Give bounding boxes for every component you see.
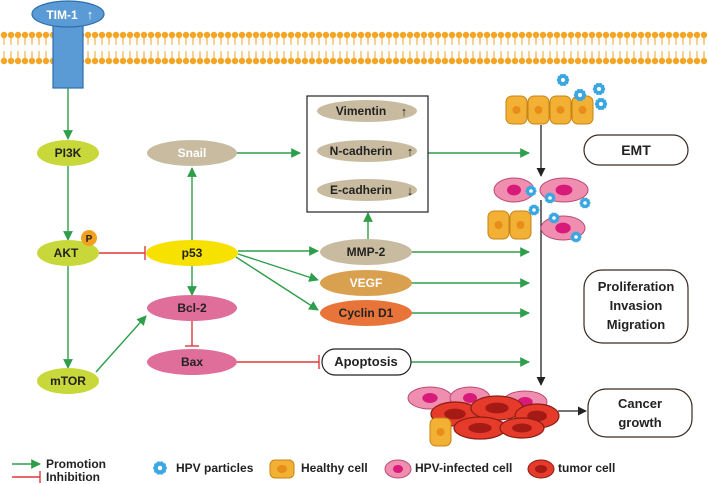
legend-inhibition-label: Inhibition xyxy=(46,470,100,484)
legend-healthy-label: Healthy cell xyxy=(301,461,368,475)
arrow-p53-cyclin xyxy=(235,256,319,311)
tim1-receptor: TIM-1 ↑ xyxy=(31,0,105,89)
tumor-cell-icon xyxy=(527,459,555,479)
ecadherin-label: E-cadherin xyxy=(330,183,392,197)
emt-label: EMT xyxy=(621,142,651,158)
up-arrow-icon: ↑ xyxy=(87,7,94,22)
vegf-label: VEGF xyxy=(350,276,383,290)
phospho-badge: P xyxy=(86,234,93,245)
cancer-label: Cancer xyxy=(618,396,662,411)
migration-label: Migration xyxy=(607,317,666,332)
hpv-particle-icon xyxy=(153,461,167,475)
node-bax: Bax xyxy=(147,349,237,375)
up-arrow-icon: ↑ xyxy=(401,104,408,119)
mtor-label: mTOR xyxy=(50,374,86,388)
node-bcl2: Bcl-2 xyxy=(147,295,237,321)
up-arrow-icon: ↑ xyxy=(407,144,414,159)
legend-tumor-label: tumor cell xyxy=(558,461,615,475)
emt-marker-box: Vimentin ↑ N-cadherin ↑ E-cadherin ↓ xyxy=(306,95,429,213)
node-p53: p53 xyxy=(146,240,238,266)
outcome-emt: EMT xyxy=(583,134,689,166)
akt-label: AKT xyxy=(54,246,79,260)
legend-promotion-label: Promotion xyxy=(46,457,106,471)
legend: Promotion Inhibition HPV particles Healt… xyxy=(12,457,615,484)
node-pi3k: PI3K xyxy=(37,140,99,166)
cell-membrane xyxy=(0,31,708,65)
mmp2-label: MMP-2 xyxy=(347,245,386,259)
p53-label: p53 xyxy=(182,246,203,260)
invasion-label: Invasion xyxy=(610,298,663,313)
node-vegf: VEGF xyxy=(320,270,412,296)
arrow-p53-vegf xyxy=(237,253,319,282)
bax-label: Bax xyxy=(181,355,203,369)
tim1-label: TIM-1 xyxy=(46,8,78,22)
down-arrow-icon: ↓ xyxy=(407,183,414,198)
node-apoptosis: Apoptosis xyxy=(321,348,412,376)
node-mtor: mTOR xyxy=(37,368,99,394)
pi3k-label: PI3K xyxy=(55,146,82,160)
healthy-cell-icon xyxy=(269,459,295,479)
promotion-arrows xyxy=(63,88,530,373)
snail-label: Snail xyxy=(178,146,207,160)
arrow-mtor-bcl2 xyxy=(95,315,147,373)
ncadherin-label: N-cadherin xyxy=(330,144,393,158)
hpv-infected-cell-icon xyxy=(384,459,412,479)
bcl2-label: Bcl-2 xyxy=(177,301,207,315)
progression-arrows xyxy=(536,125,587,416)
legend-hpv-label: HPV particles xyxy=(176,461,254,475)
inhibition-lines xyxy=(99,246,320,369)
outcome-cancer-growth: Cancer growth xyxy=(587,388,693,438)
growth-label: growth xyxy=(618,415,661,430)
node-snail: Snail xyxy=(147,140,237,166)
vimentin-label: Vimentin xyxy=(336,104,386,118)
cell-illustrations xyxy=(407,74,608,447)
node-akt: AKT P xyxy=(37,230,99,266)
proliferation-label: Proliferation xyxy=(598,279,675,294)
node-cyclind1: Cyclin D1 xyxy=(320,300,412,326)
apoptosis-label: Apoptosis xyxy=(334,354,398,369)
legend-infected-label: HPV-infected cell xyxy=(415,461,512,475)
outcome-proliferation: Proliferation Invasion Migration xyxy=(583,269,689,344)
cyclind1-label: Cyclin D1 xyxy=(339,306,394,320)
node-mmp2: MMP-2 xyxy=(320,239,412,265)
